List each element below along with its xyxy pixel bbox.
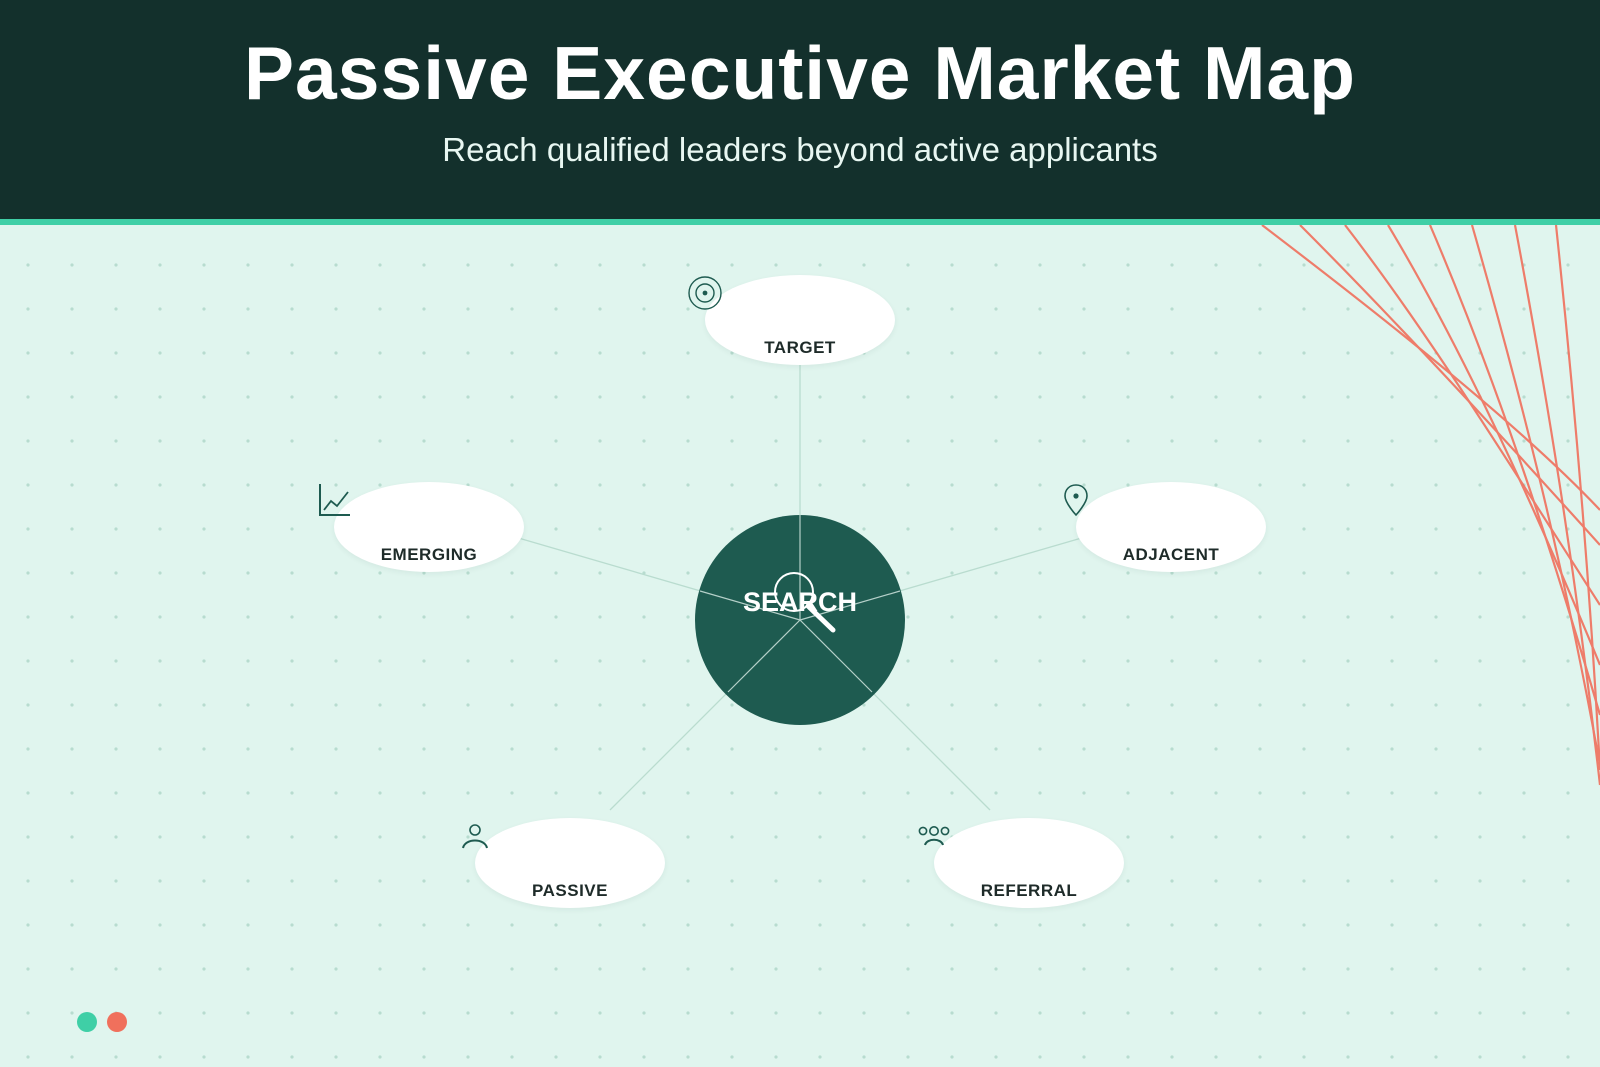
hub-label: SEARCH: [742, 587, 857, 617]
target-icon: [688, 276, 722, 310]
indicator-dot-teal: [77, 1012, 97, 1032]
node-target: TARGET: [688, 275, 895, 365]
node-referral: REFERRAL: [918, 818, 1124, 908]
node-label-referral: REFERRAL: [980, 881, 1078, 900]
node-passive: PASSIVE: [462, 818, 665, 908]
line-chart-icon: [319, 484, 350, 516]
node-label-passive: PASSIVE: [532, 881, 608, 900]
search-hub: [695, 515, 905, 725]
node-label-adjacent: ADJACENT: [1122, 545, 1220, 564]
indicator-dot-coral: [107, 1012, 127, 1032]
diagram-canvas: SEARCH TARGET ADJACENT REFERRAL: [0, 225, 1600, 1067]
node-label-emerging: EMERGING: [380, 545, 478, 564]
page-subtitle: Reach qualified leaders beyond active ap…: [442, 131, 1158, 168]
node-emerging: EMERGING: [319, 482, 524, 572]
header-banner: Passive Executive Market Map Reach quali…: [0, 0, 1600, 225]
people-group-icon: [918, 826, 950, 846]
person-icon: [462, 824, 488, 849]
node-label-target: TARGET: [764, 338, 836, 357]
location-pin-icon: [1064, 484, 1088, 517]
node-adjacent: ADJACENT: [1064, 482, 1266, 572]
decorative-line-bundle: [1261, 225, 1600, 786]
page-title: Passive Executive Market Map: [244, 31, 1356, 115]
